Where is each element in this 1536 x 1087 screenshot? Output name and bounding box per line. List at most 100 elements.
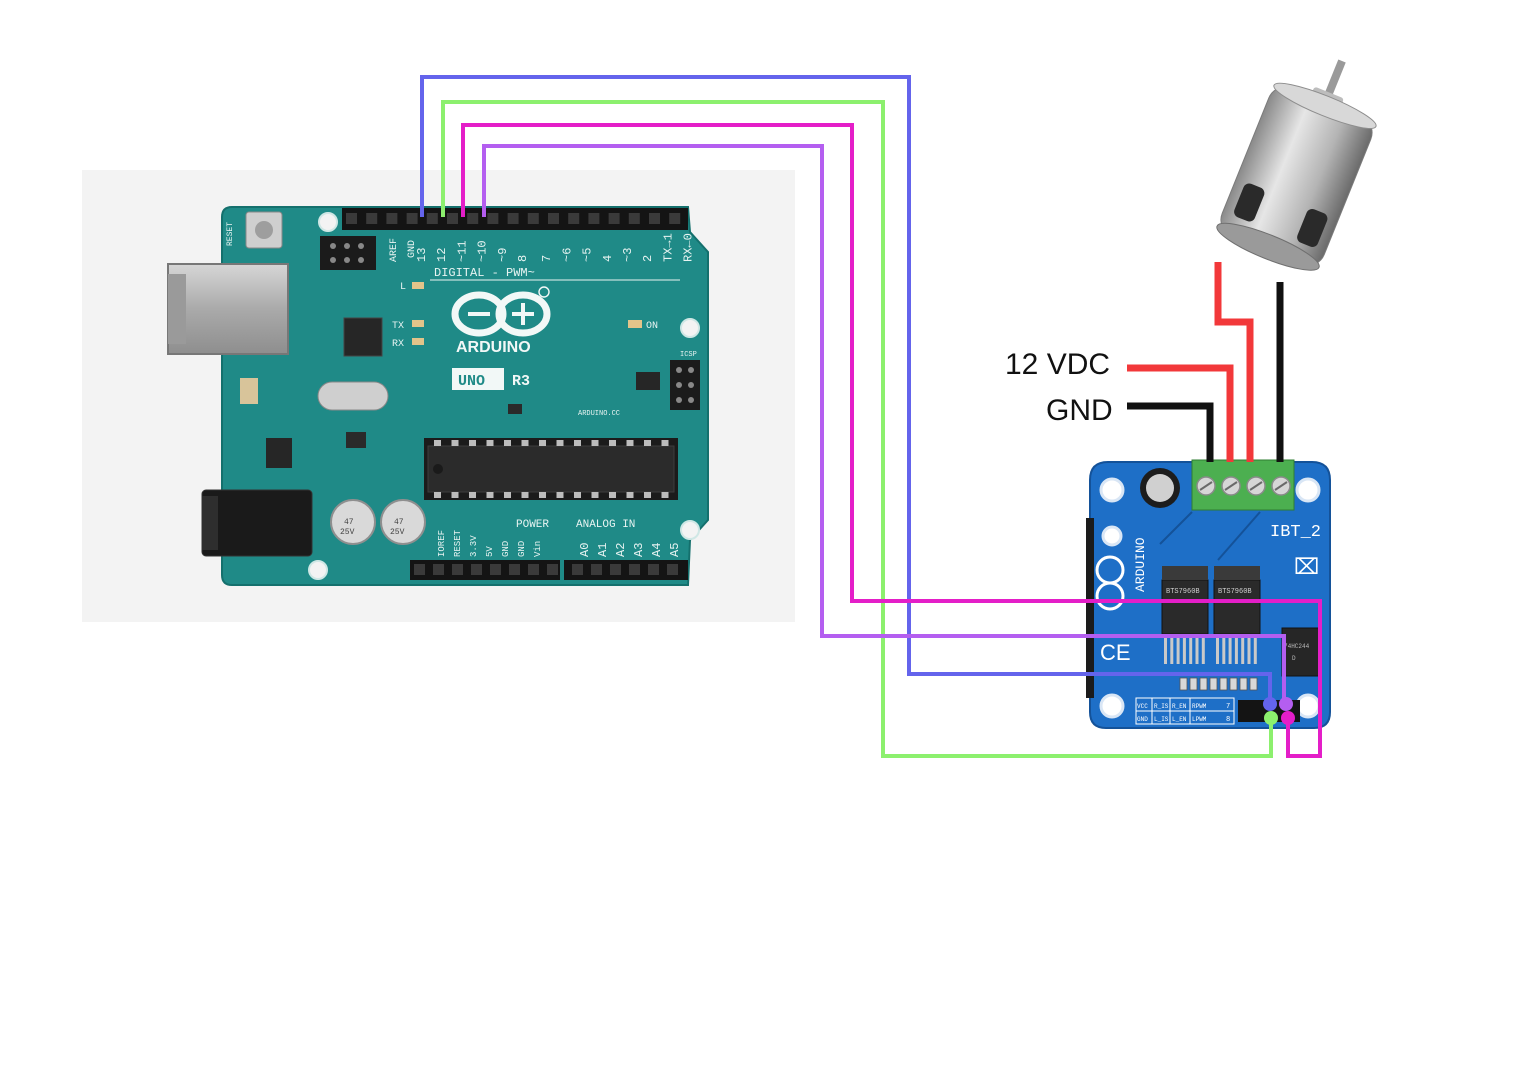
header-hole [467,213,479,224]
voltage-regulator [266,438,292,468]
analog-pin-label: A2 [614,543,628,557]
smd-part [240,378,258,404]
header-hole [507,213,519,224]
hc244-ic [1281,627,1321,677]
header-hole [547,564,558,575]
recycle-bin-icon: ⌧ [1294,555,1319,580]
mounting-hole [1295,477,1321,503]
bts7960-pins [1164,636,1257,664]
bts-pin [1189,636,1193,664]
gnd-pin-label: GND [407,240,418,258]
wire-pin13-blue [420,75,1272,700]
resistor [1239,677,1248,691]
led-on-label: ON [646,321,658,332]
digital-pin-label: ~9 [496,248,510,262]
reset-button-cap [255,221,273,239]
header-hole [487,213,499,224]
bts-pin [1201,636,1205,664]
digital-pin-label: ~10 [476,240,490,262]
bts-pin [1234,636,1238,664]
resistor [1219,677,1228,691]
driver-name: IBT_2 [1270,523,1321,542]
header-hole [548,213,559,224]
led-l-label: L [400,282,406,293]
mounting-hole [308,560,328,580]
driver-trace [1217,511,1261,561]
bts-pin [1222,636,1226,664]
resistor [1199,677,1208,691]
header-hole [471,564,482,575]
resistor [1209,677,1218,691]
smd-part [346,432,366,448]
header-hole [527,213,539,224]
usb-icsp-header [320,236,376,270]
uno-label: UNO [458,373,485,390]
header-hole [610,564,621,575]
driver-pcb [1089,461,1331,729]
chip-pin [521,492,529,498]
svg-text:L_IS: L_IS [1154,716,1169,723]
digital-pin-label: TX→1 [661,233,675,262]
chip-pin [504,440,511,446]
header-hole [447,213,458,224]
chip-pin [434,492,441,498]
header-hole [628,213,640,224]
led-tx [412,320,424,327]
bts-pin [1247,636,1251,664]
digital-pin-label: 13 [415,248,429,262]
motor-vent [1297,208,1328,247]
led-rx-label: RX [392,339,404,350]
chip-pin [451,440,459,446]
chip-pin [521,440,529,446]
header-hole [386,213,398,224]
bts-pin [1182,636,1186,664]
chip-pin [591,492,599,498]
led-on [628,320,642,328]
smd-part [636,372,660,390]
resistor [1189,677,1198,691]
header-hole [406,213,418,224]
mounting-hole [1295,693,1321,719]
led-l [412,282,424,289]
bts7960-label-right: BTS7960B [1218,588,1252,596]
screw-slot [1249,481,1263,491]
header-hole [608,213,620,224]
svg-text:R_IS: R_IS [1154,703,1169,710]
digital-pin-label: 8 [516,255,530,262]
digital-pin-label: ~6 [560,248,574,262]
header-hole [568,213,580,224]
chip-pin [626,440,634,446]
chip-pin [434,440,441,446]
motor-shaft [1323,59,1346,100]
digital-pin-label: 2 [641,255,655,262]
wire-end-purple [1279,697,1293,711]
hc244-suffix: D [1292,655,1296,662]
bts7960-label-left: BTS7960B [1166,588,1200,596]
bts-pin [1164,636,1167,664]
power-pin-label: 5V [485,546,495,557]
analog-in-label: ANALOG IN [576,519,635,531]
label-gnd: GND [1046,394,1113,427]
r3-label: R3 [512,373,530,390]
wires [420,75,1322,758]
digital-pin-label: ~3 [621,248,635,262]
driver-arduino-logo [1095,555,1125,611]
chip-pin [609,440,616,446]
power-label: POWER [516,519,549,531]
uno-badge [452,368,504,390]
bts-pin [1195,636,1199,664]
chip-pin [644,440,651,446]
electrolytic-capacitor: 47 25V [330,499,376,545]
screw-slot [1274,481,1288,491]
digital-pin-label: 4 [601,255,615,262]
chip-pin [574,440,581,446]
chip-pin [626,492,634,498]
header-hole [649,213,660,224]
atmega328p-chip [427,445,675,493]
analog-pin-label: A3 [632,543,646,557]
arduino-cc-label: ARDUINO.CC [578,410,620,418]
reset-label: RESET [226,222,235,246]
chip-pin [591,440,599,446]
wire-end-green [1264,711,1278,725]
